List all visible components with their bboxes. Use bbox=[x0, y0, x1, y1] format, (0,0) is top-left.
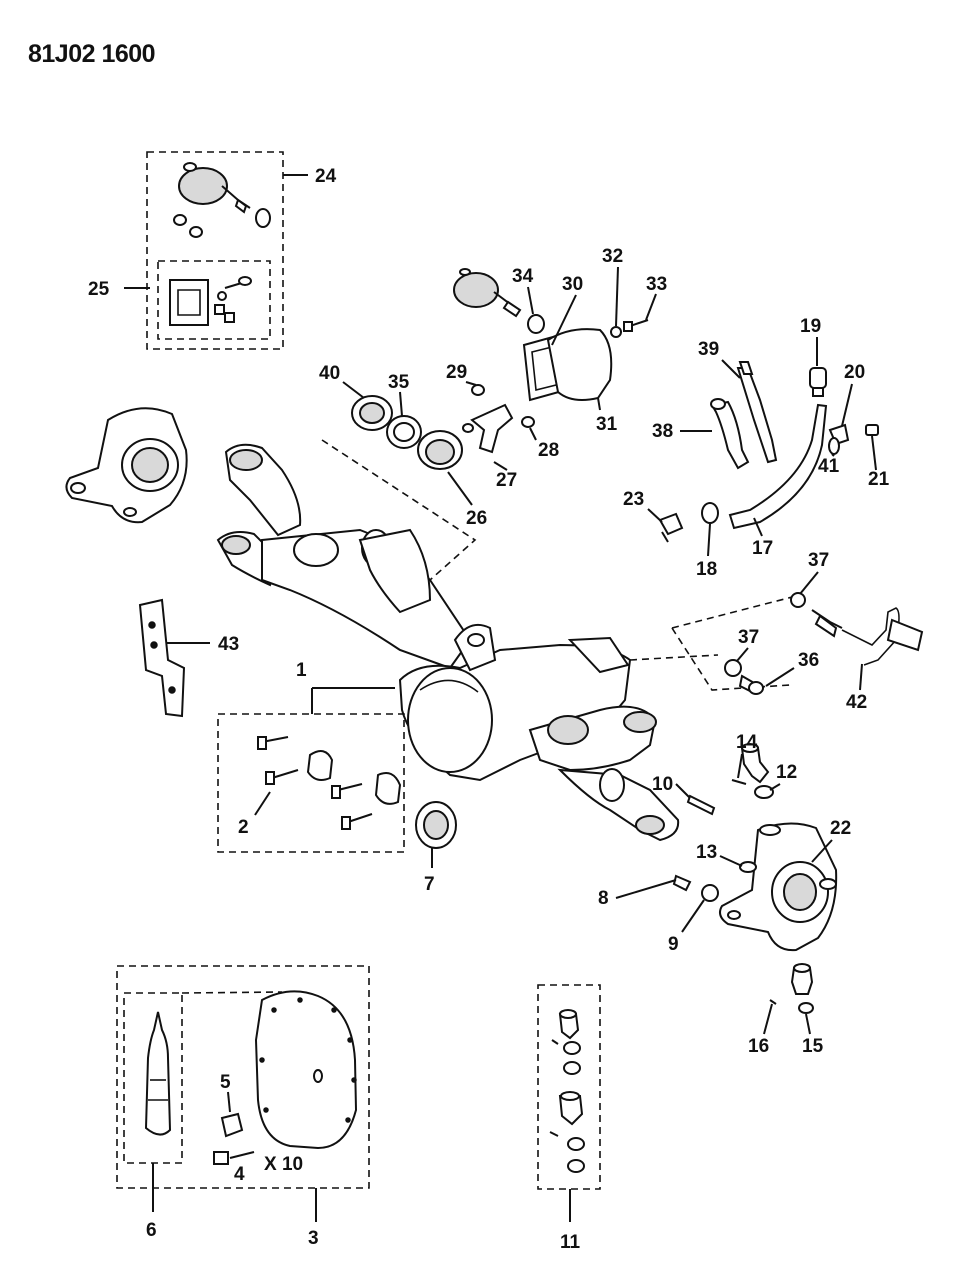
callout-21: 21 bbox=[868, 469, 890, 490]
callout-37-lower: 37 bbox=[738, 627, 759, 648]
callout-24: 24 bbox=[315, 166, 337, 187]
quantity-annotation: X 10 bbox=[264, 1154, 303, 1175]
callout-41: 41 bbox=[818, 456, 840, 477]
callout-31: 31 bbox=[596, 414, 618, 435]
callout-39: 39 bbox=[698, 339, 719, 360]
callout-30: 30 bbox=[562, 274, 583, 295]
callout-37-upper: 37 bbox=[808, 550, 829, 571]
callout-1: 1 bbox=[296, 660, 307, 681]
callout-29: 29 bbox=[446, 362, 467, 383]
callout-11: 11 bbox=[560, 1232, 581, 1253]
callout-20: 20 bbox=[844, 362, 865, 383]
callout-18: 18 bbox=[696, 559, 717, 580]
left-steering-knuckle bbox=[65, 407, 188, 524]
callout-38: 38 bbox=[652, 421, 673, 442]
axle-seal bbox=[415, 801, 457, 849]
axle-housing bbox=[216, 443, 680, 842]
spindle-bearing-parts bbox=[351, 384, 535, 470]
differential-cover-kit bbox=[116, 965, 370, 1189]
callout-10: 10 bbox=[652, 774, 673, 795]
vent-hose-assembly bbox=[658, 361, 879, 543]
u-joint-strap-group bbox=[217, 713, 405, 853]
callout-40: 40 bbox=[319, 363, 340, 384]
callout-19: 19 bbox=[800, 316, 821, 337]
diagram-code: 81J02 1600 bbox=[28, 40, 155, 68]
callout-13: 13 bbox=[696, 842, 717, 863]
callout-8: 8 bbox=[598, 888, 609, 909]
callout-25: 25 bbox=[88, 279, 110, 300]
callout-3: 3 bbox=[308, 1228, 319, 1249]
callout-33: 33 bbox=[646, 274, 667, 295]
callout-14: 14 bbox=[736, 732, 758, 753]
callout-43: 43 bbox=[218, 634, 239, 655]
callout-35: 35 bbox=[388, 372, 410, 393]
callout-28: 28 bbox=[538, 440, 559, 461]
callout-12: 12 bbox=[776, 762, 797, 783]
callout-6: 6 bbox=[146, 1220, 157, 1241]
ball-joint-kit-group bbox=[146, 151, 284, 350]
callout-5: 5 bbox=[220, 1072, 231, 1093]
callout-32: 32 bbox=[602, 246, 623, 267]
axle-sensor-assembly bbox=[724, 592, 924, 695]
callout-15: 15 bbox=[802, 1036, 824, 1057]
callout-17: 17 bbox=[752, 538, 773, 559]
tie-rod-end-kit bbox=[537, 984, 601, 1190]
callout-16: 16 bbox=[748, 1036, 769, 1057]
callout-9: 9 bbox=[668, 934, 679, 955]
callout-4: 4 bbox=[234, 1164, 245, 1185]
callout-36: 36 bbox=[798, 650, 819, 671]
callout-23: 23 bbox=[623, 489, 644, 510]
mounting-bracket bbox=[138, 598, 186, 718]
callout-27: 27 bbox=[496, 470, 517, 491]
callout-2: 2 bbox=[238, 817, 249, 838]
right-steering-knuckle bbox=[719, 822, 838, 952]
callout-26: 26 bbox=[466, 508, 487, 529]
callout-7: 7 bbox=[424, 874, 435, 895]
callout-42: 42 bbox=[846, 692, 867, 713]
callout-34: 34 bbox=[512, 266, 534, 287]
upper-ball-joint-assembly bbox=[453, 268, 649, 402]
callout-22: 22 bbox=[830, 818, 851, 839]
tie-rod-end-parts bbox=[672, 743, 814, 1014]
